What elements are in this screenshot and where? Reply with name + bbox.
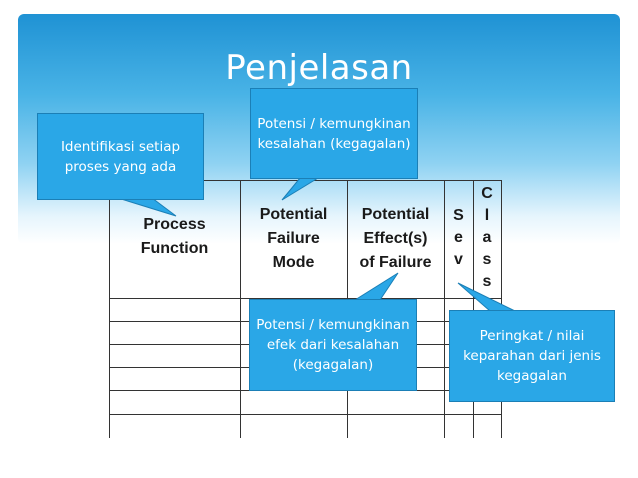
- header-letter: e: [454, 229, 463, 246]
- slide-title: Penjelasan: [225, 48, 413, 88]
- table-rule: [473, 180, 474, 438]
- header-line: Potential: [259, 206, 328, 223]
- callout-effects: Potensi / kemungkinan efek dari kesalaha…: [249, 299, 417, 391]
- callout-line: Potensi / kemungkinan: [257, 115, 411, 132]
- header-letter: s: [482, 273, 492, 290]
- header-line: Mode: [272, 254, 315, 271]
- header-line: Potential: [361, 206, 430, 223]
- header-letter: v: [454, 251, 463, 268]
- header-line: Failure: [267, 230, 320, 247]
- callout-line: keparahan dari jenis: [463, 348, 601, 364]
- header-line: Process: [143, 216, 206, 233]
- header-sev: S e v: [444, 205, 473, 271]
- callout-failure-mode: Potensi / kemungkinan kesalahan (kegagal…: [250, 88, 418, 179]
- callout-tail-effects: [353, 272, 399, 301]
- callout-line: Peringkat / nilai: [479, 328, 585, 344]
- callout-line: efek dari kesalahan: [266, 337, 400, 353]
- callout-process: Identifikasi setiap proses yang ada: [37, 113, 204, 200]
- header-potential-failure-mode: Potential Failure Mode: [240, 203, 347, 275]
- callout-line: proses yang ada: [64, 158, 177, 175]
- callout-line: Potensi / kemungkinan: [256, 317, 410, 333]
- table-rule: [109, 298, 501, 299]
- header-letter: S: [453, 207, 464, 224]
- header-letter: l: [484, 207, 490, 224]
- callout-line: (kegagalan): [292, 357, 374, 373]
- table-rule: [109, 414, 501, 415]
- callout-line: kegagalan: [497, 368, 567, 384]
- header-class: C l a s s: [473, 183, 501, 293]
- table-rule: [109, 180, 110, 438]
- callout-tail-process: [117, 197, 177, 217]
- header-letter: s: [482, 251, 492, 268]
- header-process-function: Process Function: [109, 213, 240, 261]
- callout-line: Identifikasi setiap: [60, 138, 181, 155]
- header-letter: C: [481, 185, 493, 202]
- callout-severity: Peringkat / nilai keparahan dari jenis k…: [449, 310, 615, 402]
- callout-tail-severity: [457, 282, 516, 312]
- header-letter: a: [482, 229, 492, 246]
- header-line: of Failure: [359, 254, 432, 271]
- header-line: Effect(s): [363, 230, 428, 247]
- callout-line: kesalahan (kegagalan): [257, 135, 411, 152]
- table-rule: [240, 180, 241, 438]
- table-rule: [444, 180, 445, 438]
- header-potential-effects: Potential Effect(s) of Failure: [347, 203, 444, 275]
- callout-tail-failure-mode: [281, 177, 320, 201]
- header-line: Function: [140, 240, 209, 257]
